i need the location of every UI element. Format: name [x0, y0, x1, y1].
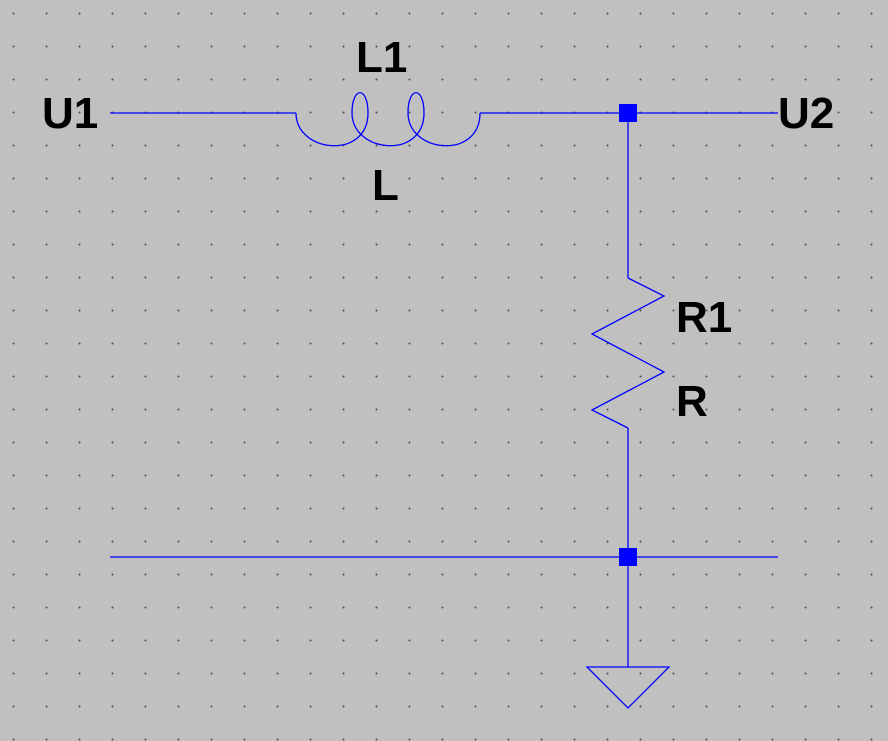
resistor-symbol[interactable]	[590, 277, 666, 429]
resistor-ref-label[interactable]: R1	[676, 293, 733, 342]
ground-icon[interactable]	[585, 666, 671, 709]
net-label-u1[interactable]: U1	[42, 89, 99, 138]
inductor-value-label[interactable]: L	[372, 161, 399, 210]
junction-dot-bottom	[619, 548, 637, 566]
inductor-symbol[interactable]	[295, 92, 481, 147]
resistor-value-label[interactable]: R	[676, 377, 708, 426]
net-label-u2[interactable]: U2	[778, 89, 835, 138]
junction-dot-top	[619, 104, 637, 122]
inductor-ref-label[interactable]: L1	[356, 33, 408, 82]
